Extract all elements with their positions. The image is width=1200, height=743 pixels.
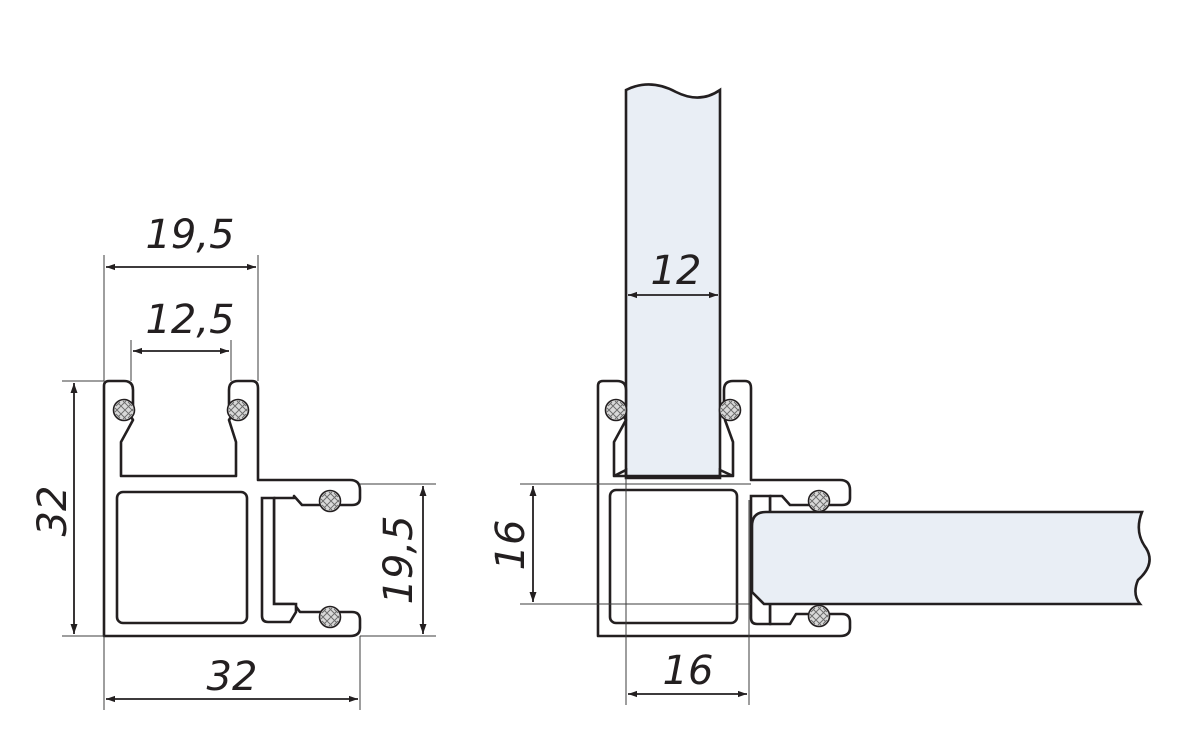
right-seal-side-bottom — [807, 604, 831, 628]
left-profile — [102, 379, 362, 638]
right-dimensions: 12 16 16 — [488, 248, 751, 705]
horizontal-glass-panel — [750, 510, 1151, 606]
left-seal-top-right — [226, 398, 250, 422]
glass-seat — [613, 467, 734, 480]
dim-label-side-height: 19,5 — [376, 515, 422, 604]
left-dimensions: 19,5 12,5 32 19,5 32 — [30, 212, 436, 710]
left-side-cavity — [260, 496, 298, 624]
left-seal-top-left — [112, 398, 136, 422]
right-seal-top-left — [604, 398, 628, 422]
dim-label-top-inner: 12,5 — [145, 297, 234, 343]
dim-label-glass-thickness: 12 — [651, 248, 702, 294]
right-seal-side-top — [807, 489, 831, 513]
dim-label-base: 32 — [207, 654, 258, 700]
right-main-cavity — [608, 488, 739, 625]
dim-label-base-cavity: 16 — [663, 648, 714, 694]
left-seal-side-top — [318, 489, 342, 513]
dim-label-top-outer: 19,5 — [145, 212, 234, 258]
right-seal-top-right — [718, 398, 742, 422]
dim-label-side-cavity: 16 — [488, 520, 534, 571]
left-main-cavity — [115, 490, 249, 625]
vertical-glass-panel — [624, 83, 722, 480]
right-profile — [596, 83, 1151, 638]
left-seal-side-bottom — [318, 605, 342, 629]
dim-label-height: 32 — [30, 486, 76, 537]
